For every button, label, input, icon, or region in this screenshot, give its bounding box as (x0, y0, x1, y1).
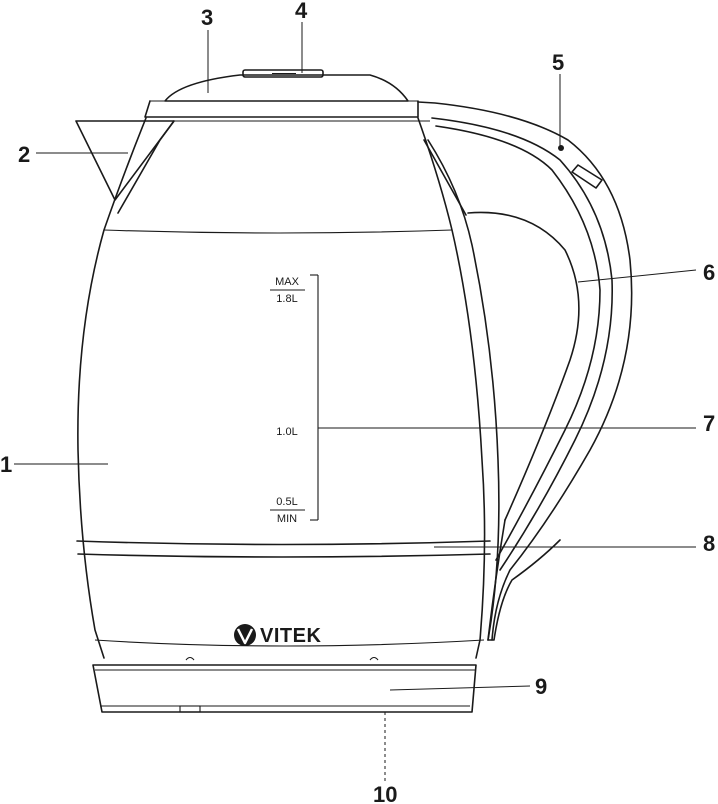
lid-release-button (242, 69, 324, 78)
callout-3: 3 (201, 5, 213, 30)
water-level-scale: MAX 1.8L 1.0L 0.5L MIN (270, 274, 319, 525)
brand-name: VITEK (260, 625, 321, 647)
callout-10: 10 (373, 782, 397, 804)
callout-1: 1 (0, 452, 12, 477)
scale-max-volume: 1.8L (276, 293, 297, 305)
callout-8: 8 (703, 531, 715, 556)
leader-lines (14, 22, 697, 691)
callout-7: 7 (703, 411, 715, 436)
body-collar (144, 100, 430, 122)
handle (417, 101, 633, 641)
lid (150, 74, 418, 102)
scale-mid-volume: 1.0L (276, 426, 297, 438)
spout (75, 120, 175, 214)
power-base (92, 656, 477, 713)
kettle-body (76, 117, 500, 659)
scale-low-volume: 0.5L (276, 496, 297, 508)
callout-9: 9 (535, 674, 547, 699)
callout-4: 4 (295, 0, 308, 23)
callout-5: 5 (552, 50, 564, 75)
scale-min-label: MIN (277, 513, 297, 525)
callout-2: 2 (18, 142, 30, 167)
brand-logo: VITEK (234, 624, 321, 647)
scale-max-label: MAX (275, 276, 300, 288)
callout-6: 6 (703, 260, 715, 285)
